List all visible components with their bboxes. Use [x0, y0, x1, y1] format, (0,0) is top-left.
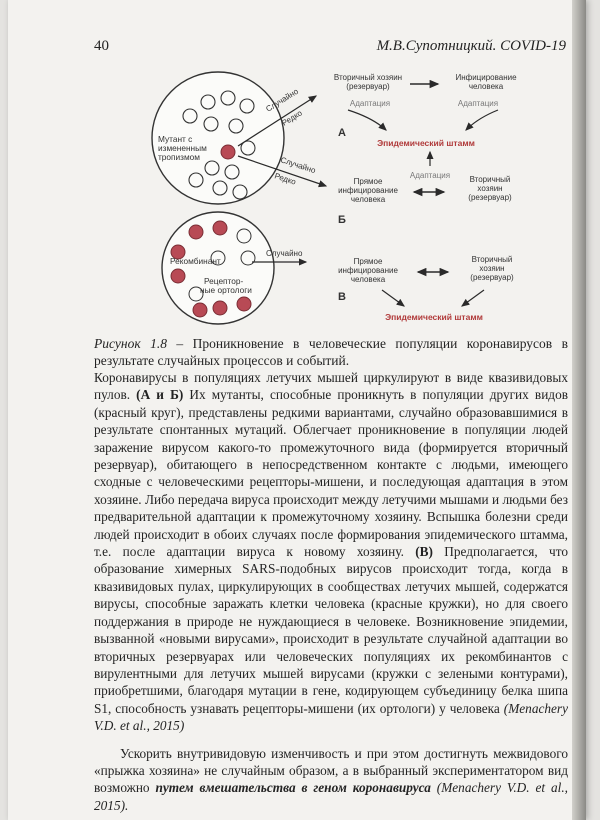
- page-gutter-shadow: [572, 0, 586, 820]
- panel-letter-c: В: [338, 291, 346, 303]
- book-page: 40 М.В.Супотницкий. COVID-19: [8, 0, 586, 820]
- emphasis-text: путем вмешательства в геном коронавируса: [155, 780, 431, 796]
- bat-pool-circle-c: [161, 211, 275, 325]
- quasispecies-circles-ab: [182, 90, 256, 200]
- c-arrow-label: Случайно: [266, 249, 303, 258]
- running-title: М.В.Супотницкий. COVID-19: [376, 38, 566, 54]
- panel-letter-b: Б: [338, 214, 346, 226]
- receptor-label: Рецептор-ные ортологи: [200, 276, 252, 295]
- mutant-red-circle: [220, 144, 236, 160]
- recombinant-label: Рекомбинант: [170, 256, 221, 266]
- b-adaptation: Адаптация: [410, 171, 450, 180]
- paragraph-2: Ускорить внутривидовую изменчивость и пр…: [94, 745, 568, 813]
- panel-letter-a: А: [338, 127, 346, 139]
- paragraph-1: Коронавирусы в популяциях летучих мышей …: [94, 370, 569, 734]
- a-adaptation-right: Адаптация: [458, 99, 498, 108]
- caption-text: – Проникновение в человеческие популяции…: [94, 336, 568, 368]
- a-adaptation-left: Адаптация: [350, 99, 390, 108]
- figure-caption: Рисунок 1.8 – Проникновение в человеческ…: [94, 335, 568, 369]
- page-number: 40: [94, 38, 109, 54]
- body-text: Коронавирусы в популяциях летучих мышей …: [94, 369, 568, 814]
- a-epidemic-strain: Эпидемический штамм: [377, 138, 475, 148]
- c-epidemic-strain: Эпидемический штамм: [385, 312, 483, 322]
- caption-label: Рисунок 1.8: [94, 336, 167, 351]
- ref-c: (В): [415, 544, 433, 560]
- citation-1: (Menachery V.D. et al., 2015): [94, 700, 568, 734]
- ref-a-b: (А и Б): [136, 387, 184, 403]
- page-header: 40 М.В.Супотницкий. COVID-19: [94, 38, 566, 60]
- quasispecies-circles-c: [170, 220, 256, 318]
- citation-2: (Menachery V.D. et al., 2015).: [94, 780, 568, 813]
- arrow-bottom-sublabel: Редко: [273, 171, 297, 187]
- bat-pool-circle-ab: [151, 71, 285, 205]
- a-secondary-host: Вторичный хозяин(резервуар): [334, 73, 402, 91]
